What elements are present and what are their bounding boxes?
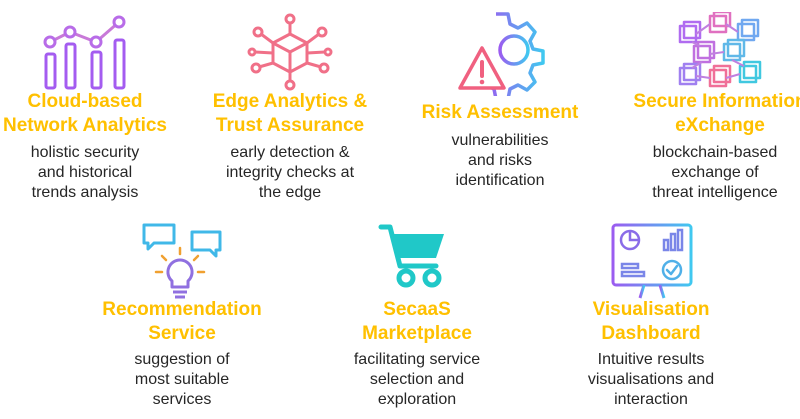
shopping-cart-icon xyxy=(378,224,444,288)
bar-chart-icon xyxy=(43,15,126,90)
dashboard-monitor-icon xyxy=(611,223,693,300)
network-cube-icon xyxy=(247,13,333,91)
lightbulb-chat-icon xyxy=(142,223,222,299)
blockchain-icon xyxy=(678,12,762,88)
feature-title: Edge Analytics &Trust Assurance xyxy=(212,91,368,136)
gear-warning-icon xyxy=(458,12,545,96)
feature-title: Risk Assessment xyxy=(421,102,579,123)
